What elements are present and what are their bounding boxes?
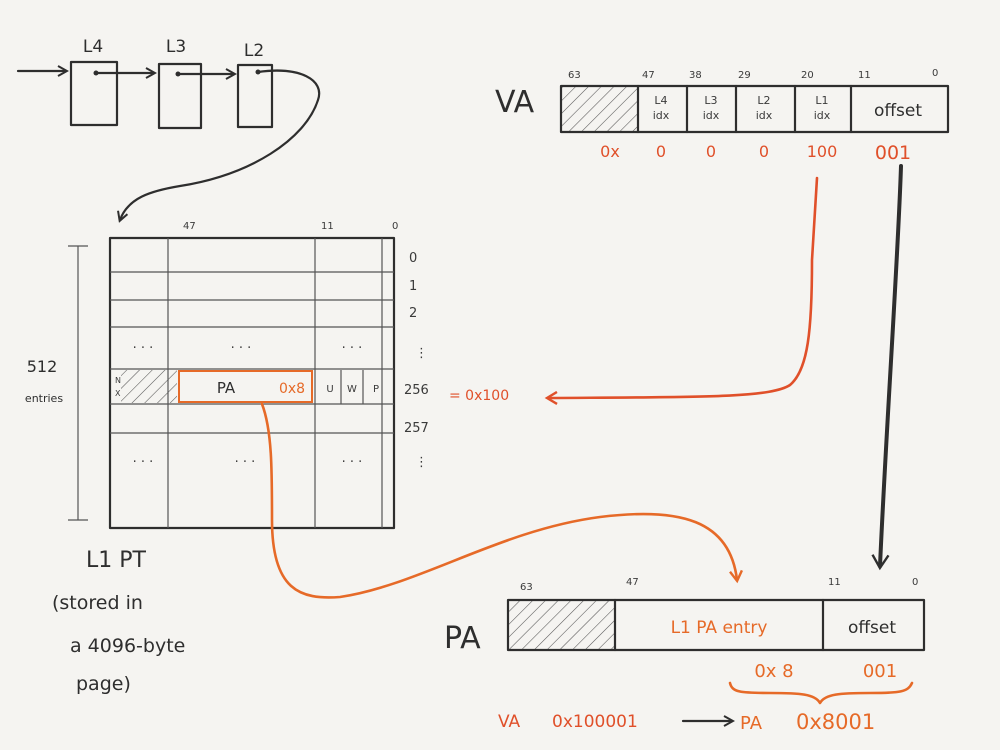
l3-table-box bbox=[157, 62, 203, 130]
va-value-l3: 0 bbox=[706, 142, 716, 161]
va-bit-29: 29 bbox=[738, 70, 751, 81]
l1-page-table: 47 11 0 N X PA 0x8 U W P · · · · · · · ·… bbox=[25, 221, 509, 695]
pt-bit-47: 47 bbox=[183, 221, 196, 232]
va-l4-field-sub: idx bbox=[653, 109, 670, 122]
va-l1-field: L1 bbox=[815, 94, 828, 107]
pt-dots: · · · bbox=[133, 341, 154, 356]
va-offset-field: offset bbox=[874, 101, 922, 121]
pt-row-index: 1 bbox=[409, 279, 417, 294]
pte-write-flag: W bbox=[347, 384, 357, 395]
va-bit-0: 0 bbox=[932, 68, 938, 79]
physical-address: PA 63 47 11 0 L1 PA entry offset 0x 8 00… bbox=[444, 577, 926, 705]
pte-pa-value: 0x8 bbox=[279, 381, 305, 397]
va-unused-bits bbox=[562, 87, 638, 131]
pt-bit-0: 0 bbox=[392, 221, 398, 232]
pt-row-index: 2 bbox=[409, 306, 417, 321]
va-l3-field: L3 bbox=[704, 94, 717, 107]
l1-index-arrow bbox=[548, 176, 819, 398]
va-bit-11: 11 bbox=[858, 70, 871, 81]
pte-nx-flag-sub: X bbox=[115, 389, 121, 398]
pt-table-box bbox=[108, 236, 396, 530]
l2-to-l1-arrow bbox=[120, 69, 321, 220]
pt-entry-count-sub: entries bbox=[25, 392, 63, 405]
l3-label: L3 bbox=[166, 37, 186, 57]
pte-present-flag: P bbox=[373, 384, 379, 395]
pa-value-brace bbox=[728, 681, 914, 705]
va-l4-field: L4 bbox=[654, 94, 667, 107]
pt-dots: · · · bbox=[342, 455, 363, 470]
pt-dots: · · · bbox=[231, 341, 252, 356]
pte-user-flag: U bbox=[326, 384, 333, 395]
va-label: VA bbox=[495, 85, 535, 120]
pt-dots: · · · bbox=[235, 455, 256, 470]
l4-label: L4 bbox=[83, 37, 103, 57]
pt-caption-line: (stored in bbox=[52, 592, 143, 614]
va-bit-63: 63 bbox=[568, 70, 581, 81]
pa-register-box bbox=[506, 598, 926, 652]
pt-match-note: = 0x100 bbox=[449, 388, 509, 404]
va-l1-field-sub: idx bbox=[814, 109, 831, 122]
pt-bit-11: 11 bbox=[321, 221, 334, 232]
pt-row-index: 0 bbox=[409, 251, 417, 266]
va-value-offset: 001 bbox=[875, 142, 911, 164]
pa-value-entry: 0x 8 bbox=[754, 661, 793, 682]
pt-caption: L1 PT bbox=[86, 548, 147, 573]
va-bit-47: 47 bbox=[642, 70, 655, 81]
va-value-l4: 0 bbox=[656, 142, 666, 161]
va-value-l1: 100 bbox=[807, 142, 838, 161]
pte-pa-label: PA bbox=[217, 379, 236, 397]
va-l2-field-sub: idx bbox=[756, 109, 773, 122]
pa-offset-field: offset bbox=[848, 618, 896, 638]
level-chain: L4 L3 L2 bbox=[16, 37, 321, 220]
summary-va-value: 0x100001 bbox=[552, 712, 638, 732]
va-value-prefix: 0x bbox=[600, 142, 620, 161]
l4-table-box bbox=[69, 60, 119, 127]
va-value-l2: 0 bbox=[759, 142, 769, 161]
pa-label: PA bbox=[444, 621, 481, 656]
pt-row-index: ⋮ bbox=[415, 346, 428, 361]
va-register-box bbox=[559, 84, 950, 134]
summary-pa-value: 0x8001 bbox=[796, 710, 875, 734]
pa-entry-field: L1 PA entry bbox=[671, 618, 768, 638]
va-l3-field-sub: idx bbox=[703, 109, 720, 122]
va-l2-field: L2 bbox=[757, 94, 770, 107]
pte-reserved-bits bbox=[121, 370, 177, 403]
pa-bit-0: 0 bbox=[912, 577, 918, 588]
offset-copy-arrow bbox=[880, 164, 903, 566]
pa-unused-bits bbox=[509, 601, 615, 649]
pte-nx-flag: N bbox=[115, 376, 121, 385]
pa-bit-11: 11 bbox=[828, 577, 841, 588]
pte-pa-field bbox=[178, 370, 313, 403]
l2-table-box bbox=[236, 63, 274, 129]
pa-bit-47: 47 bbox=[626, 577, 639, 588]
virtual-address: VA 63 47 38 29 20 11 0 L4 idx L3 idx L2 … bbox=[495, 68, 950, 164]
va-bit-38: 38 bbox=[689, 70, 702, 81]
pt-caption-line: page) bbox=[76, 673, 131, 695]
pt-row-index: 256 bbox=[404, 383, 429, 398]
summary-va-label: VA bbox=[498, 712, 521, 732]
pt-caption-line: a 4096-byte bbox=[70, 635, 185, 657]
pt-dots: · · · bbox=[342, 341, 363, 356]
pa-bit-63: 63 bbox=[520, 582, 533, 593]
pt-dots: · · · bbox=[133, 455, 154, 470]
l2-label: L2 bbox=[244, 41, 264, 61]
pt-row-index: ⋮ bbox=[415, 455, 428, 470]
translation-summary: VA 0x100001 PA 0x8001 bbox=[498, 710, 875, 734]
pt-entry-count: 512 bbox=[27, 357, 58, 376]
summary-pa-label: PA bbox=[740, 713, 763, 734]
va-bit-20: 20 bbox=[801, 70, 814, 81]
pa-value-offset: 001 bbox=[863, 661, 897, 682]
pa-entry-copy-arrow bbox=[260, 402, 737, 599]
pt-row-index: 257 bbox=[404, 421, 429, 436]
